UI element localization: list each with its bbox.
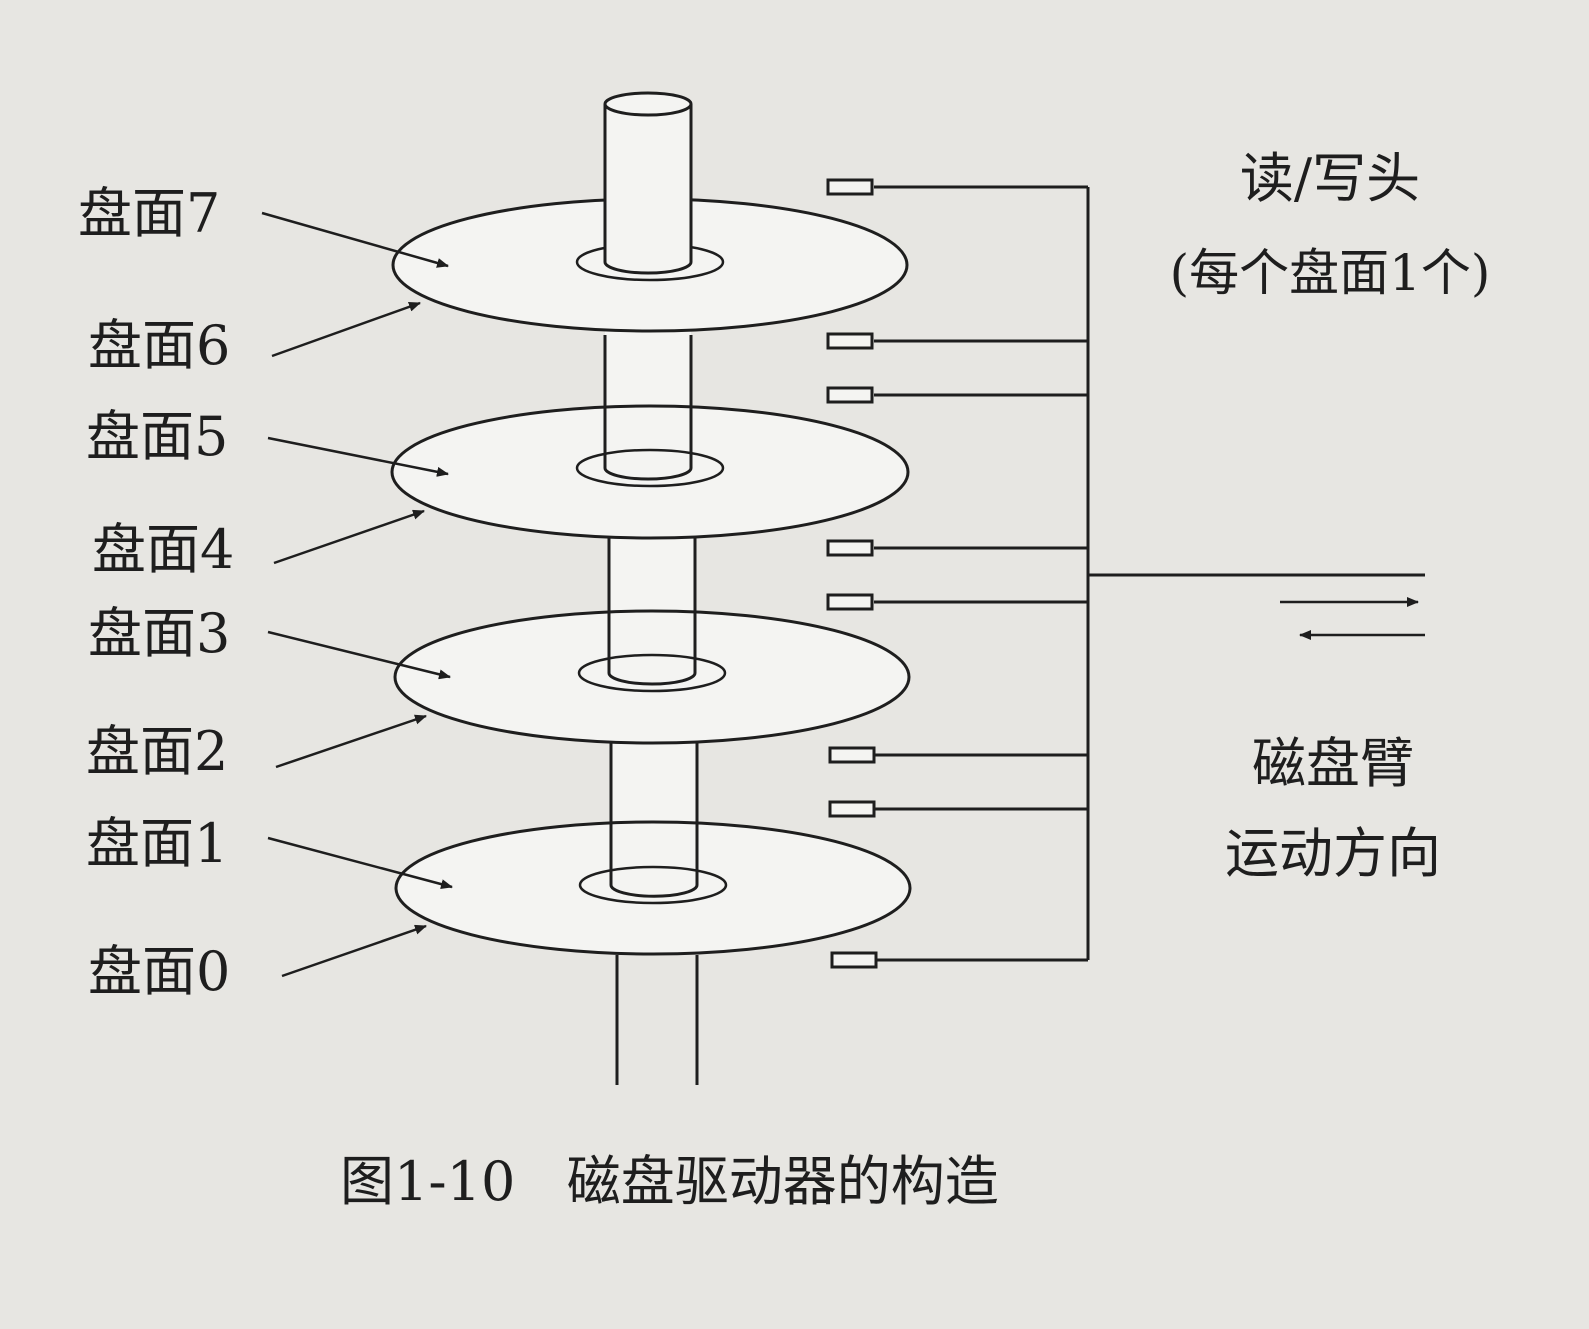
head-label-line2: (每个盘面1个): [1170, 244, 1491, 302]
surface-label-6: 盘面6: [88, 314, 230, 377]
platter-lower-middle: [393, 530, 911, 745]
read-write-head: [826, 539, 874, 557]
surface-label-1: 盘面1: [86, 812, 228, 875]
arm-motion-arrows: [1280, 597, 1425, 640]
surface-label-0: 盘面0: [88, 940, 230, 1003]
surface-pointers: [261, 211, 453, 978]
platter-top: [391, 91, 909, 333]
read-write-head: [830, 951, 878, 969]
arm-label-line2: 运动方向: [1225, 822, 1441, 885]
read-write-head: [826, 593, 874, 611]
platter-bottom: [394, 738, 912, 956]
read-write-head: [828, 746, 876, 764]
surface-labels: 盘面7 盘面6 盘面5 盘面4 盘面3 盘面2 盘面1 盘面0: [78, 182, 234, 1003]
surface-label-5: 盘面5: [86, 405, 228, 468]
head-label-line1: 读/写头: [1240, 147, 1420, 210]
platter-upper-middle: [390, 320, 910, 540]
arm-label-line1: 磁盘臂: [1252, 732, 1414, 795]
head-assembly: [826, 178, 1425, 969]
read-write-head: [826, 332, 874, 350]
surface-label-2: 盘面2: [86, 720, 228, 783]
read-write-head: [826, 386, 874, 404]
surface-label-3: 盘面3: [88, 602, 230, 665]
read-write-head: [828, 800, 876, 818]
surface-label-4: 盘面4: [92, 518, 234, 581]
figure-caption: 图1-10 磁盘驱动器的构造: [340, 1150, 999, 1213]
surface-label-7: 盘面7: [78, 182, 220, 245]
read-write-head: [826, 178, 874, 196]
